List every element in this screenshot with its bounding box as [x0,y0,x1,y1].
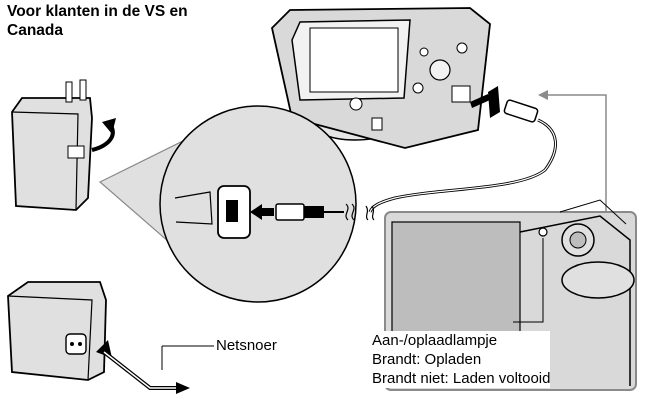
heading-line-1: Voor klanten in de VS en [7,3,188,20]
usb-plug-icon [368,86,557,213]
lamp-caption: Aan-/oplaadlampje Brandt: Opladen Brandt… [372,331,551,388]
magnifier-callout [98,105,375,303]
page-heading: Voor klanten in de VS en Canada [7,2,247,40]
ac-adapter-icon [11,79,93,211]
heading-line-2: Canada [7,22,63,39]
ac-adapter-bottom-icon [7,281,214,394]
power-cord-label: Netsnoer [216,337,277,354]
rotate-arrow-icon [91,118,116,152]
lamp-caption-on: Brandt: Opladen [372,350,551,369]
lamp-caption-off: Brandt niet: Laden voltooid [372,369,551,388]
leader-line [538,90,607,212]
lamp-caption-title: Aan-/oplaadlampje [372,331,551,350]
camera-icon [271,7,491,149]
